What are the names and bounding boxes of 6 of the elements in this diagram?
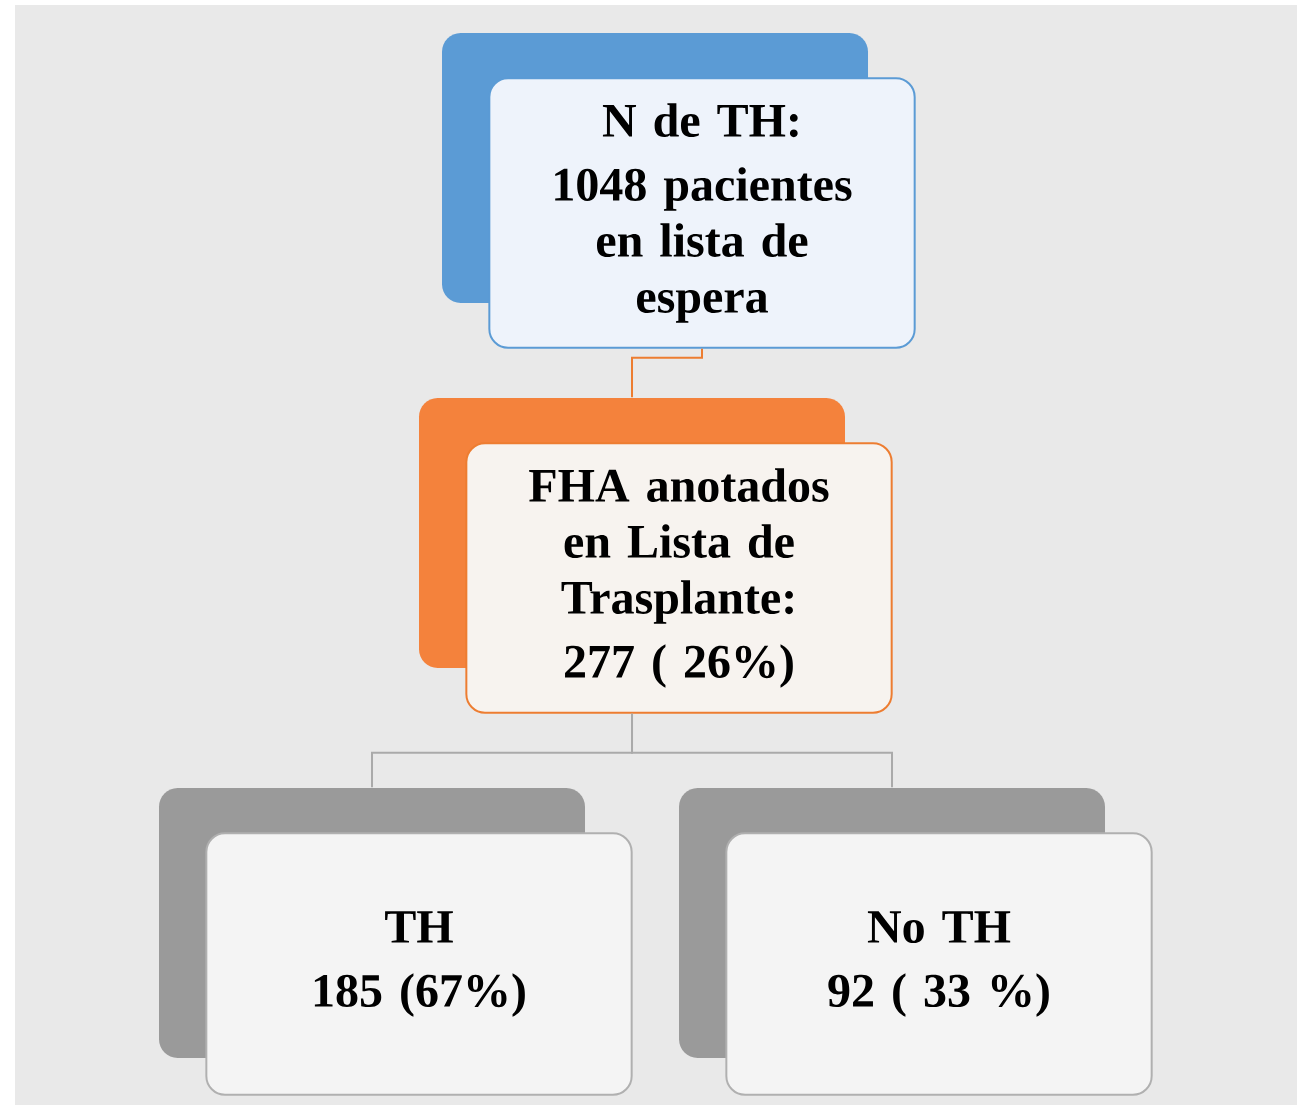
connector-line <box>631 712 893 789</box>
stacked-box: TH 185 (67%) <box>159 788 633 1096</box>
stacked-box: FHA anotados en Lista de Trasplante: 277 ( 26%) <box>419 398 893 714</box>
connector-line <box>631 347 703 399</box>
stacked-box: N de TH: 1048 pacientes en lista de espera <box>442 33 916 349</box>
stacked-box: No TH 92 ( 33 %) <box>679 788 1153 1096</box>
